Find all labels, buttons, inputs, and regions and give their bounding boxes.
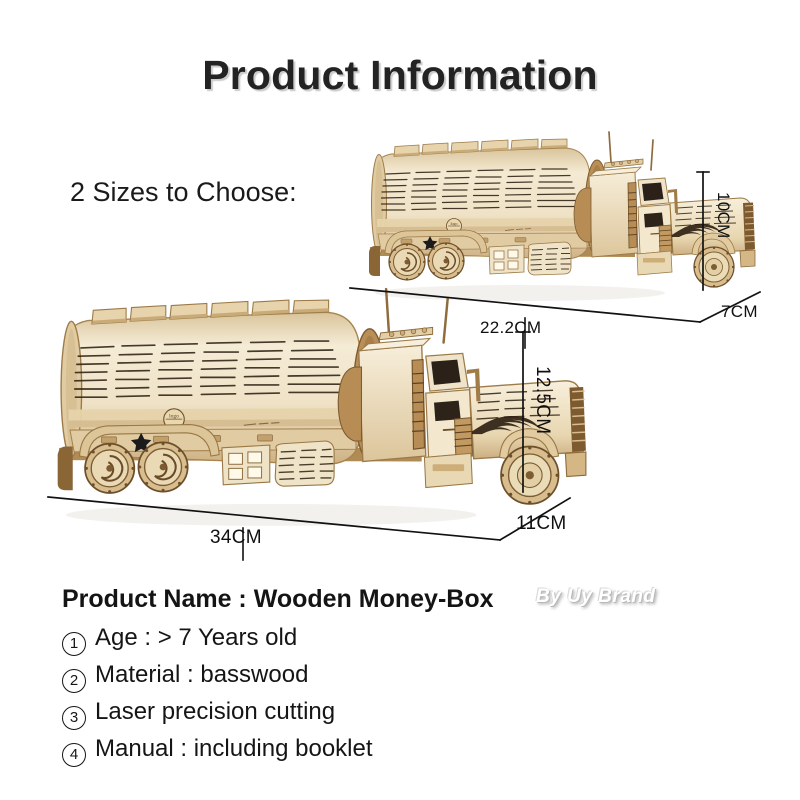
large-truck-depth-label: 11CM <box>516 513 567 534</box>
large-truck-length-label: 34CM <box>210 527 262 548</box>
spec-text: Material : basswood <box>95 661 309 688</box>
small-truck-image: logo <box>355 128 756 318</box>
spec-list: 1 Age : > 7 Years old 2 Material : bassw… <box>62 624 622 772</box>
spec-item-cutting: 3 Laser precision cutting <box>62 698 622 735</box>
spec-number: 4 <box>62 742 86 767</box>
large-truck-height-label: 12.5CM <box>532 366 553 435</box>
product-name-line: Product Name : Wooden Money-Box <box>62 585 494 613</box>
svg-text:logo: logo <box>169 414 179 420</box>
spec-item-material: 2 Material : basswood <box>62 661 622 698</box>
spec-number: 2 <box>62 668 86 693</box>
sizes-subtitle: 2 Sizes to Choose: <box>70 177 297 207</box>
spec-text: Laser precision cutting <box>95 698 336 725</box>
spec-item-age: 1 Age : > 7 Years old <box>62 624 622 661</box>
page-title: Product Information <box>202 52 598 98</box>
spec-item-manual: 4 Manual : including booklet <box>62 735 622 772</box>
spec-number: 1 <box>62 631 86 656</box>
spec-text: Manual : including booklet <box>95 735 373 762</box>
large-truck-image: logo <box>38 285 587 545</box>
small-truck-height-label: 10CM <box>714 192 733 239</box>
small-truck-length-label: 22.2CM <box>480 318 542 337</box>
svg-text:logo: logo <box>450 221 457 226</box>
small-truck-depth-label: 7CM <box>721 302 758 321</box>
spec-number: 3 <box>62 705 86 730</box>
spec-text: Age : > 7 Years old <box>95 624 298 651</box>
brand-watermark: By Uy Brand <box>536 586 656 607</box>
